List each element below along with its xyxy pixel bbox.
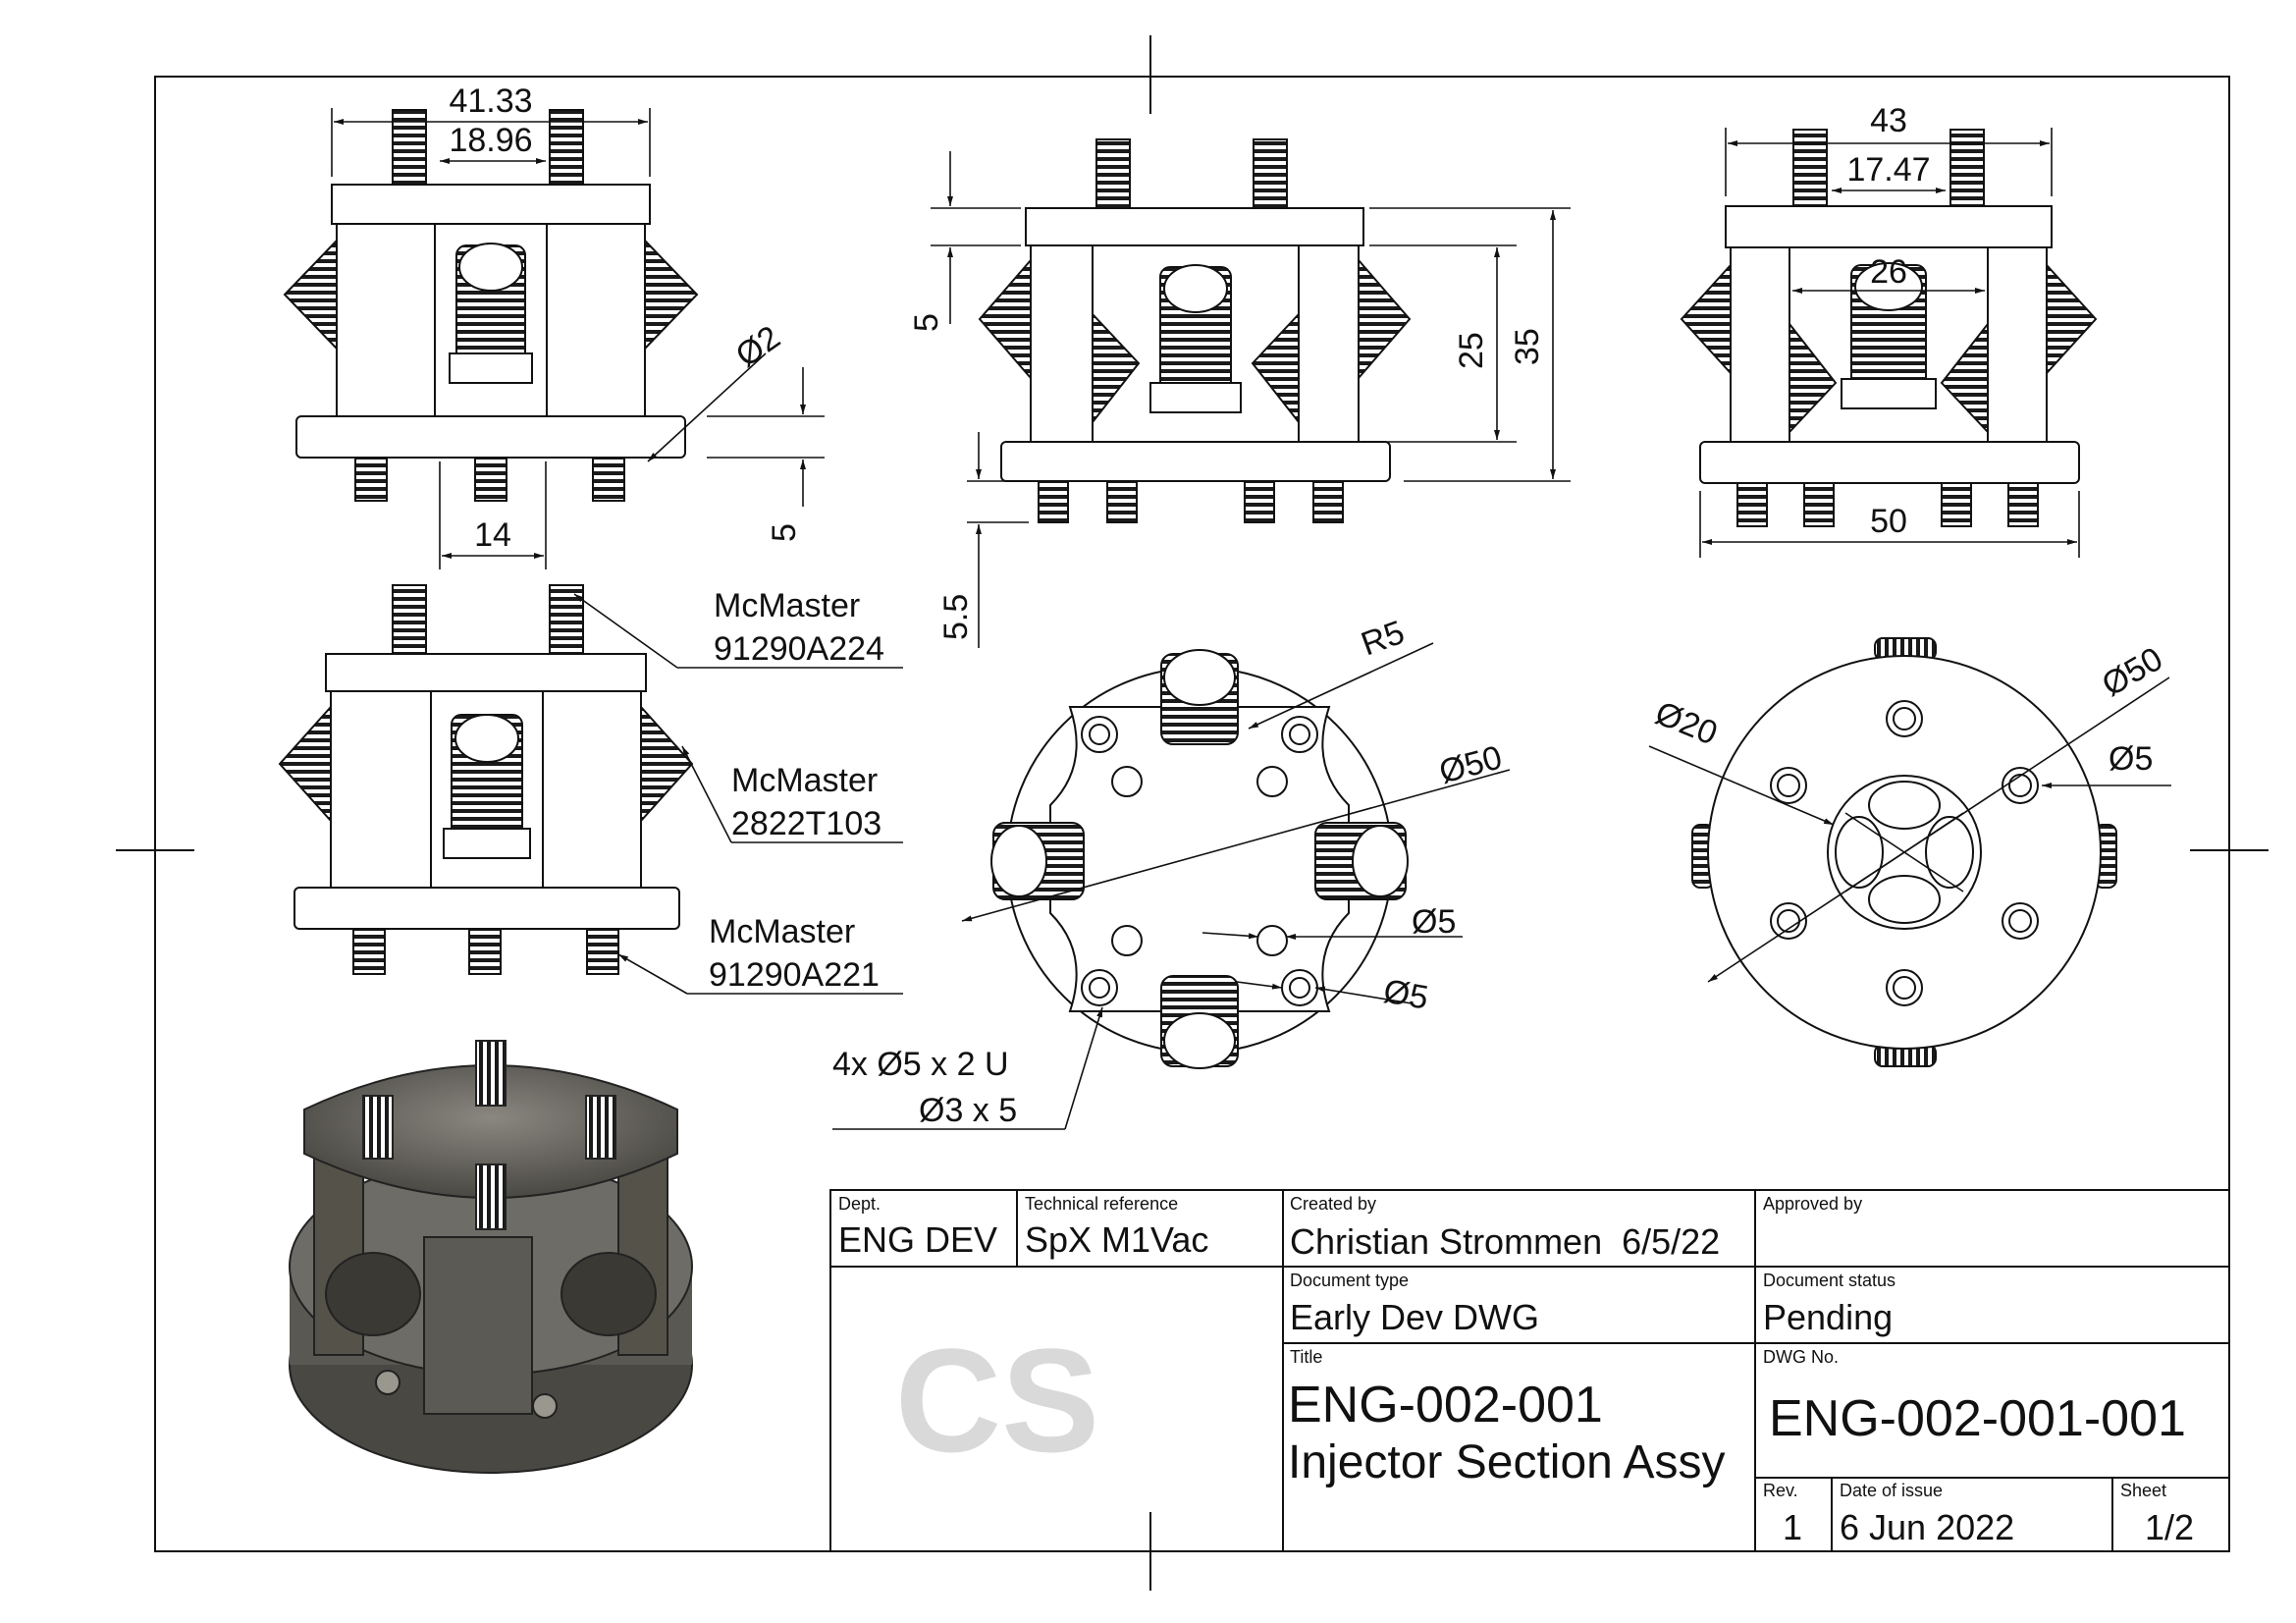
top-dim-hole-b: Ø5 (1381, 972, 1431, 1016)
dept-value: ENG DEV (838, 1219, 997, 1260)
created-by-value: Christian Strommen 6/5/22 (1290, 1221, 1720, 1262)
sheet-label: Sheet (2120, 1481, 2166, 1500)
top-note-line1: 4x Ø5 x 2 U (832, 1046, 1009, 1083)
sheet-value: 1/2 (2145, 1507, 2194, 1547)
callout-view (278, 584, 694, 975)
bottom-dim-center: Ø20 (1650, 694, 1723, 752)
dwg-no-label: DWG No. (1763, 1347, 1839, 1367)
top-dim-radius: R5 (1357, 614, 1410, 664)
top-dim-dia: Ø50 (1435, 738, 1506, 790)
front-dim-hole: Ø2 (729, 318, 787, 374)
callout-1-line1: McMaster (714, 587, 860, 624)
right-dim-width: 43 (1870, 102, 1907, 139)
date-label: Date of issue (1840, 1481, 1943, 1500)
approved-by-label: Approved by (1763, 1194, 1862, 1214)
document-status-label: Document status (1763, 1271, 1896, 1290)
title-line1: ENG-002-001 (1288, 1377, 1603, 1434)
bottom-view-dimensions (1648, 676, 2171, 983)
front-dim-width: 41.33 (449, 82, 532, 120)
callout-2-line1: McMaster (731, 762, 878, 799)
top-note-line2: Ø3 x 5 (919, 1092, 1017, 1129)
side-dim-total: 35 (1509, 328, 1546, 365)
date-value: 6 Jun 2022 (1840, 1507, 2014, 1547)
side-dim-bottom: 5.5 (937, 594, 975, 640)
bottom-dim-hole: Ø5 (2109, 740, 2153, 778)
right-dim-base: 50 (1870, 503, 1907, 540)
isometric-render (289, 1040, 693, 1474)
title-block (829, 1189, 2230, 1552)
front-dim-spacing: 14 (474, 516, 511, 554)
callout-2-line2: 2822T103 (731, 805, 881, 842)
right-dim-center: 26 (1870, 253, 1907, 291)
rev-value: 1 (1783, 1507, 1802, 1547)
dept-label: Dept. (838, 1194, 881, 1214)
top-view-dimensions (832, 642, 1511, 1130)
right-view (1680, 129, 2098, 527)
callout-3-line1: McMaster (709, 913, 855, 950)
company-logo: CS (895, 1318, 1099, 1483)
front-view (283, 109, 699, 502)
top-view (990, 649, 1409, 1069)
side-view (978, 138, 1412, 523)
callout-1-line2: 91290A224 (714, 630, 884, 668)
front-dim-inner: 18.96 (449, 122, 532, 159)
document-type-label: Document type (1290, 1271, 1409, 1290)
title-line2: Injector Section Assy (1288, 1436, 1726, 1488)
callout-leaders (573, 593, 903, 995)
front-dim-height: 5 (766, 523, 803, 542)
created-by-label: Created by (1290, 1194, 1376, 1214)
tech-ref-label: Technical reference (1025, 1194, 1178, 1214)
side-dim-top: 5 (908, 313, 945, 332)
callout-3-line2: 91290A221 (709, 956, 880, 994)
dwg-no-value: ENG-002-001-001 (1769, 1390, 2186, 1447)
document-type-value: Early Dev DWG (1290, 1297, 1539, 1337)
rev-label: Rev. (1763, 1481, 1798, 1500)
side-dim-inner: 25 (1453, 332, 1490, 369)
title-label: Title (1290, 1347, 1322, 1367)
right-dim-inner: 17.47 (1846, 151, 1930, 189)
bottom-dim-dia: Ø50 (2096, 640, 2169, 704)
document-status-value: Pending (1763, 1297, 1893, 1337)
tech-ref-value: SpX M1Vac (1025, 1219, 1208, 1260)
front-view-dimensions (331, 108, 825, 569)
top-dim-hole-a: Ø5 (1412, 903, 1456, 941)
side-view-dimensions (931, 151, 1571, 648)
right-view-dimensions (1699, 128, 2080, 558)
